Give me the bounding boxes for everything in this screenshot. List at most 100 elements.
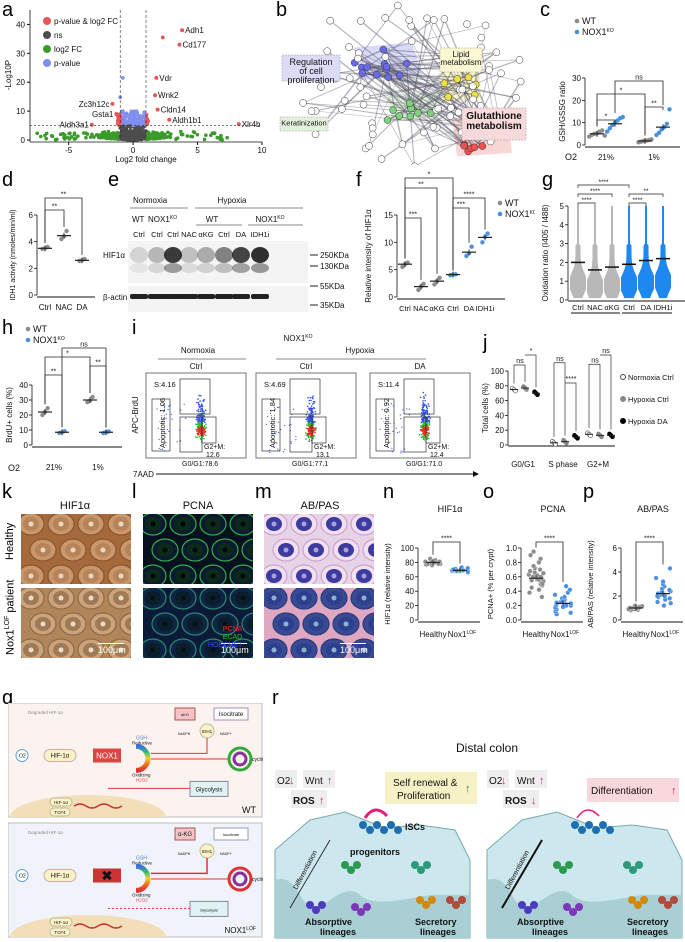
event-dot bbox=[196, 430, 198, 432]
event-dot bbox=[421, 418, 423, 421]
network-node bbox=[512, 94, 520, 102]
significance-label: **** bbox=[598, 179, 609, 186]
network-node bbox=[429, 123, 438, 131]
legend-marker bbox=[574, 18, 580, 24]
crypt-epithelium bbox=[125, 543, 131, 557]
gene-point bbox=[142, 129, 146, 133]
pcna-if-healthy-image bbox=[143, 514, 253, 584]
legend-label: p-value & log2 FC bbox=[54, 17, 118, 26]
network-edge bbox=[357, 57, 387, 71]
condition-label: Normoxia bbox=[133, 196, 168, 205]
hif1a-band bbox=[232, 247, 250, 263]
significance-bracket bbox=[628, 202, 647, 206]
network-node bbox=[515, 56, 524, 64]
flow-title: NOX1KO bbox=[283, 334, 312, 343]
network-edge bbox=[366, 19, 435, 68]
row-label-healthy: Healthy bbox=[4, 522, 16, 560]
gene-point bbox=[174, 137, 178, 142]
hif1a-band bbox=[251, 247, 269, 263]
significance-bracket bbox=[553, 362, 566, 437]
crypt-lumen bbox=[180, 521, 186, 527]
data-point bbox=[64, 228, 69, 234]
hif-nuclear-node bbox=[49, 917, 73, 927]
lane-label: Ctrl bbox=[167, 230, 179, 239]
crypt-lumen bbox=[88, 521, 94, 527]
event-dot bbox=[399, 431, 401, 433]
x-group-label: 1% bbox=[92, 463, 104, 472]
network-node bbox=[463, 20, 471, 28]
violin bbox=[655, 206, 671, 299]
gene-point bbox=[92, 135, 96, 139]
panel-label-i: i bbox=[132, 317, 137, 339]
actin-band bbox=[197, 294, 215, 299]
network-node bbox=[410, 162, 418, 165]
g2m-label: G2+M: bbox=[428, 444, 449, 451]
event-dot bbox=[266, 416, 269, 418]
gene-point bbox=[44, 131, 49, 136]
cell bbox=[559, 866, 567, 874]
significance-label: * bbox=[428, 172, 431, 179]
event-dot bbox=[196, 428, 199, 431]
crypt-lumen bbox=[88, 647, 94, 653]
data-point bbox=[421, 281, 426, 287]
akg-label: αKG bbox=[181, 712, 189, 717]
event-dot bbox=[168, 430, 170, 432]
cell bbox=[318, 901, 326, 909]
cell bbox=[640, 896, 648, 904]
network-node bbox=[481, 21, 490, 30]
y-axis-title: Total cells (%) bbox=[481, 383, 490, 433]
data-point bbox=[537, 567, 543, 573]
hif-node bbox=[43, 869, 77, 882]
event-dot bbox=[427, 434, 429, 437]
hif1a-band bbox=[180, 247, 198, 263]
legend-superscript: KO bbox=[58, 336, 65, 342]
crypt-lumen bbox=[118, 647, 124, 653]
event-dot bbox=[307, 396, 309, 399]
labeled-gene-point bbox=[89, 122, 94, 127]
hif1a-band bbox=[251, 263, 269, 273]
y-axis-title: Oxidation ratio (I405 / I488) bbox=[541, 204, 550, 301]
wnt-label: Wnt bbox=[305, 776, 323, 787]
data-point bbox=[400, 264, 405, 270]
event-dot bbox=[426, 417, 428, 420]
gene-point bbox=[218, 137, 222, 142]
g2m-label: G2+M: bbox=[204, 444, 225, 451]
gene-point bbox=[215, 135, 220, 140]
event-dot bbox=[198, 429, 201, 432]
network-edge bbox=[326, 50, 411, 117]
network-edge bbox=[344, 100, 410, 104]
redox-gauge bbox=[135, 743, 151, 773]
violin bbox=[604, 206, 620, 299]
cell bbox=[351, 903, 359, 911]
data-point bbox=[45, 406, 50, 411]
row-label-base: Nox1 bbox=[4, 629, 17, 655]
network-node bbox=[394, 1, 402, 10]
violin bbox=[621, 206, 637, 299]
event-dot bbox=[389, 422, 391, 424]
network-edge bbox=[376, 74, 436, 149]
event-dot bbox=[168, 405, 170, 407]
data-point bbox=[529, 585, 535, 591]
y-tick-label: 6 bbox=[29, 211, 34, 220]
gene-point bbox=[124, 130, 129, 135]
y-tick-label: 10 bbox=[384, 238, 393, 247]
significance-bracket bbox=[452, 207, 470, 271]
data-point bbox=[416, 287, 421, 293]
crypt-lumen bbox=[150, 595, 156, 601]
panel-label-b: b bbox=[276, 0, 288, 21]
event-dot bbox=[308, 425, 311, 428]
event-dot bbox=[269, 451, 271, 454]
event-dot bbox=[195, 423, 197, 426]
gene-point bbox=[72, 131, 77, 135]
event-dot bbox=[313, 402, 315, 405]
flow-plot-title: DA bbox=[414, 362, 426, 371]
panel-label-h: h bbox=[2, 317, 14, 339]
event-dot bbox=[199, 410, 202, 412]
data-point bbox=[531, 563, 537, 569]
event-dot bbox=[312, 421, 314, 424]
panel-label-c: c bbox=[540, 0, 550, 21]
